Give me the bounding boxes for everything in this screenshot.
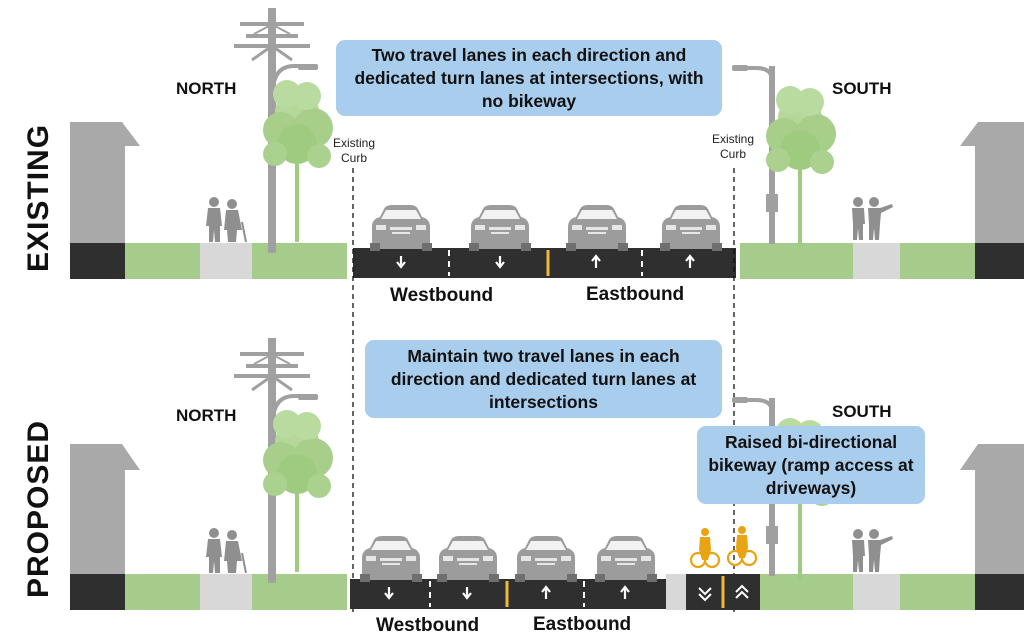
down-arrow-icon <box>462 587 472 600</box>
proposed-callout: Maintain two travel lanes in each direct… <box>365 340 722 418</box>
north-buffer <box>252 243 347 279</box>
proposed-westbound-label: Westbound <box>376 615 480 636</box>
pedestrians-icon <box>205 196 247 243</box>
south-sidewalk <box>853 243 900 279</box>
proposed-eastbound-label: Eastbound <box>533 614 632 635</box>
existing-westbound-label: Westbound <box>390 285 494 306</box>
bikeway-buffer <box>666 574 686 610</box>
north-building <box>70 444 140 574</box>
down-arrow-icon <box>396 256 406 269</box>
down-arrow-icon <box>384 587 394 600</box>
down-arrow-icon <box>495 256 505 269</box>
existing-south-label: SOUTH <box>832 79 892 98</box>
proposed-section-label: PROPOSED <box>22 419 55 598</box>
existing-curb-right-label: Existing Curb <box>711 132 755 161</box>
north-buffer <box>252 574 347 610</box>
south-buffer <box>740 243 853 279</box>
north-building <box>70 122 140 243</box>
tree-icon <box>766 86 836 248</box>
up-arrow-icon <box>620 585 630 599</box>
existing-curb-left-label: Existing Curb <box>332 136 376 165</box>
south-planting-strip <box>900 574 975 610</box>
up-arrow-icon <box>685 254 695 268</box>
north-frontage <box>70 574 125 610</box>
north-sidewalk <box>200 243 252 279</box>
car-icon <box>469 205 531 251</box>
car-icon <box>370 205 432 251</box>
car-icon <box>595 536 657 582</box>
proposed-south-label: SOUTH <box>832 402 892 421</box>
existing-roadway <box>353 248 736 278</box>
double-chevron-up-icon <box>735 584 749 599</box>
south-buffer <box>760 574 853 610</box>
pedestrians-icon <box>852 529 893 572</box>
car-icon <box>437 536 499 582</box>
north-frontage <box>70 243 125 279</box>
up-arrow-icon <box>591 254 601 268</box>
north-planting-strip <box>125 574 200 610</box>
existing-section-label: EXISTING <box>22 123 55 272</box>
south-sidewalk <box>853 574 900 610</box>
car-icon <box>360 536 422 582</box>
car-icon <box>660 205 722 251</box>
proposed-north-label: NORTH <box>176 406 237 425</box>
pedestrians-icon <box>205 527 247 574</box>
existing-eastbound-label: Eastbound <box>586 284 685 305</box>
existing-north-label: NORTH <box>176 79 237 98</box>
south-planting-strip <box>900 243 975 279</box>
bicyclist-icon <box>689 526 721 569</box>
existing-section <box>70 6 1024 279</box>
south-building <box>960 444 1024 574</box>
double-chevron-down-icon <box>698 587 712 602</box>
pedestrians-icon <box>852 197 893 240</box>
proposed-section <box>70 336 1024 610</box>
bikeway-callout: Raised bi-directional bikeway (ramp acce… <box>697 426 925 504</box>
north-sidewalk <box>200 574 252 610</box>
bicyclist-icon <box>726 524 758 567</box>
car-icon <box>566 205 628 251</box>
south-frontage <box>975 243 1024 279</box>
car-icon <box>515 536 577 582</box>
south-frontage <box>975 574 1024 610</box>
south-building <box>960 122 1024 243</box>
north-planting-strip <box>125 243 200 279</box>
existing-callout: Two travel lanes in each direction and d… <box>336 40 722 116</box>
up-arrow-icon <box>541 585 551 599</box>
